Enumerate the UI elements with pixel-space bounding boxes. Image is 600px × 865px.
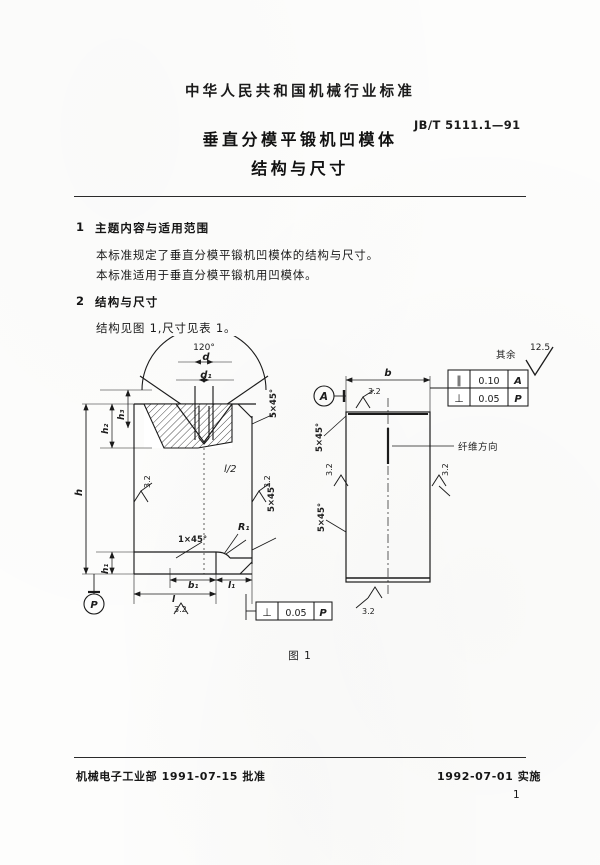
title-line-1: 垂直分模平锻机凹模体 bbox=[202, 130, 398, 149]
datum-p-left: P bbox=[90, 600, 98, 611]
section-2-heading: 结构与尺寸 bbox=[95, 295, 159, 309]
label-width-b1: b₁ bbox=[188, 581, 198, 591]
label-chamfer-small: 1×45° bbox=[178, 535, 207, 545]
fiber-direction-note: 纤维方向 bbox=[458, 441, 498, 453]
footer-approval: 机械电子工业部 1991-07-15 批准 bbox=[76, 770, 266, 783]
tolerance-value-rv-2: 0.05 bbox=[478, 394, 499, 405]
roughness-lv-2: 3.2 bbox=[263, 475, 272, 488]
datum-a-right: A bbox=[319, 391, 328, 403]
label-height-h2: h₂ bbox=[101, 424, 111, 434]
header-rule bbox=[74, 196, 526, 197]
roughness-rv-3: 3.2 bbox=[441, 463, 450, 476]
label-angle-120: 120° bbox=[193, 343, 215, 353]
label-length-half: l/2 bbox=[224, 464, 237, 475]
label-radius-r1: R₁ bbox=[238, 522, 249, 533]
section-1-paragraph-1: 本标准规定了垂直分模平锻机凹模体的结构与尺寸。 bbox=[96, 248, 379, 262]
tolerance-symbol-perpendicular-rv: ⊥ bbox=[454, 392, 464, 405]
roughness-lv-1: 3.2 bbox=[143, 475, 152, 488]
label-chamfer-lv-1: 5×45° bbox=[269, 389, 279, 418]
label-length-l: l bbox=[172, 595, 176, 605]
roughness-rv-2: 3.2 bbox=[325, 463, 334, 476]
tolerance-datum-rv-2: P bbox=[514, 394, 522, 405]
label-height-h3: h₃ bbox=[117, 410, 127, 420]
label-bore-d: d bbox=[202, 352, 210, 363]
tolerance-datum-lv: P bbox=[319, 608, 327, 619]
tolerance-datum-rv-1: A bbox=[513, 376, 522, 387]
label-chamfer-rv-2: 5×45° bbox=[317, 503, 327, 532]
section-1-number: 1 bbox=[76, 220, 85, 234]
label-length-l1: l₁ bbox=[228, 581, 235, 591]
label-bore-d1: d₁ bbox=[200, 370, 212, 381]
technical-drawing: 120° d d₁ h h₂ h₃ h₁ l/2 l l₁ b₁ R₁ 1×45… bbox=[56, 327, 556, 656]
roughness-rv-4: 3.2 bbox=[362, 607, 375, 616]
roughness-lv-3: 3.2 bbox=[174, 605, 187, 614]
general-roughness-label: 其余 bbox=[496, 349, 516, 361]
section-2-paragraph-1: 结构见图 1,尺寸见表 1。 bbox=[96, 321, 237, 335]
section-2-number: 2 bbox=[76, 294, 85, 308]
label-chamfer-lv-2: 5×45° bbox=[267, 483, 277, 512]
section-1-heading: 主题内容与适用范围 bbox=[95, 221, 210, 235]
standard-number: JB/T 5111.1—91 bbox=[414, 118, 521, 132]
tolerance-value-rv-1: 0.10 bbox=[478, 376, 499, 387]
footer-rule bbox=[74, 757, 526, 759]
footer-effective-date: 1992-07-01 实施 bbox=[437, 770, 541, 783]
label-height-h: h bbox=[74, 489, 85, 496]
title-line-2: 结构与尺寸 bbox=[251, 159, 349, 178]
label-chamfer-rv-1: 5×45° bbox=[315, 423, 325, 452]
roughness-rv-1: 3.2 bbox=[368, 387, 381, 396]
tolerance-value-lv: 0.05 bbox=[285, 608, 306, 619]
page-number: 1 bbox=[513, 789, 520, 801]
figure-caption: 图 1 bbox=[288, 650, 312, 662]
label-width-b: b bbox=[384, 368, 391, 379]
label-height-h1: h₁ bbox=[101, 564, 111, 574]
tolerance-symbol-parallel-rv: ∥ bbox=[456, 374, 462, 387]
section-1-paragraph-2: 本标准适用于垂直分模平锻机用凹模体。 bbox=[96, 268, 318, 282]
tolerance-symbol-perpendicular-lv: ⊥ bbox=[262, 606, 272, 619]
general-roughness-value: 12.5 bbox=[530, 343, 550, 353]
organization-line: 中华人民共和国机械行业标准 bbox=[184, 84, 416, 100]
